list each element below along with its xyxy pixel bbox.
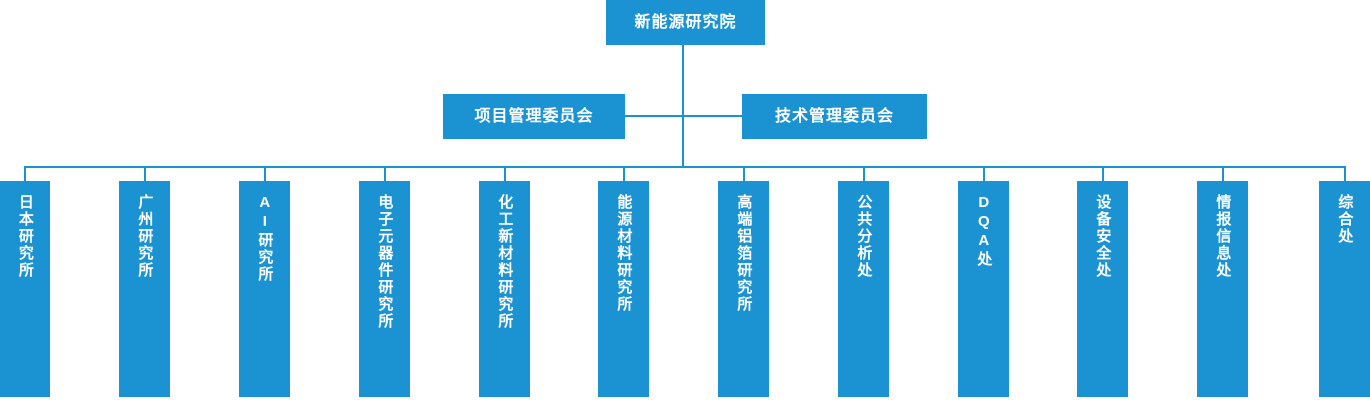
node-department-high-end-aluminum-foil-institute-label: 高端铝箔研究所 [735,194,753,313]
node-department-chemical-new-materials-institute[interactable]: 化工新材料研究所 [479,181,530,397]
node-committee-project-management[interactable]: 项目管理委员会 [443,94,625,139]
connector-drop-9 [983,166,985,181]
connector-committee-bar [624,115,743,117]
connector-drop-1 [24,166,26,181]
node-department-ai-institute-label: AI研究所 [256,194,274,283]
node-department-dqa-office-label: DQA处 [975,194,993,268]
node-department-general-affairs-office-label: 综合处 [1336,194,1354,245]
connector-drop-6 [623,166,625,181]
node-committee-project-management-label: 项目管理委员会 [474,107,594,125]
connector-drop-8 [863,166,865,181]
node-department-intelligence-information-office[interactable]: 情报信息处 [1197,181,1248,397]
node-department-japan-institute[interactable]: 日本研究所 [0,181,50,397]
node-department-high-end-aluminum-foil-institute[interactable]: 高端铝箔研究所 [718,181,769,397]
node-department-energy-materials-institute[interactable]: 能源材料研究所 [598,181,649,397]
node-department-japan-institute-label: 日本研究所 [16,194,34,279]
node-department-general-affairs-office[interactable]: 综合处 [1319,181,1370,397]
node-department-ai-institute[interactable]: AI研究所 [239,181,290,397]
node-department-guangzhou-institute[interactable]: 广州研究所 [119,181,170,397]
connector-drop-7 [743,166,745,181]
node-department-electronic-components-institute-label: 电子元器件研究所 [376,194,394,330]
node-department-public-analysis-office[interactable]: 公共分析处 [838,181,889,397]
node-department-equipment-safety-office-label: 设备安全处 [1094,194,1112,279]
node-department-electronic-components-institute[interactable]: 电子元器件研究所 [359,181,410,397]
node-department-intelligence-information-office-label: 情报信息处 [1214,194,1232,279]
node-root-label: 新能源研究院 [634,13,737,31]
node-department-guangzhou-institute-label: 广州研究所 [136,194,154,279]
connector-drop-2 [144,166,146,181]
node-committee-technical-management[interactable]: 技术管理委员会 [742,94,927,139]
connector-drop-10 [1102,166,1104,181]
connector-drop-5 [504,166,506,181]
connector-department-bus [24,166,1346,168]
node-department-energy-materials-institute-label: 能源材料研究所 [615,194,633,313]
connector-drop-12 [1344,166,1346,181]
node-department-public-analysis-office-label: 公共分析处 [855,194,873,279]
connector-root-trunk [682,45,684,167]
node-department-dqa-office[interactable]: DQA处 [958,181,1009,397]
node-root[interactable]: 新能源研究院 [606,0,765,45]
connector-drop-3 [264,166,266,181]
node-department-equipment-safety-office[interactable]: 设备安全处 [1077,181,1128,397]
node-committee-technical-management-label: 技术管理委员会 [774,107,894,125]
connector-drop-4 [384,166,386,181]
connector-drop-11 [1222,166,1224,181]
node-department-chemical-new-materials-institute-label: 化工新材料研究所 [496,194,514,330]
